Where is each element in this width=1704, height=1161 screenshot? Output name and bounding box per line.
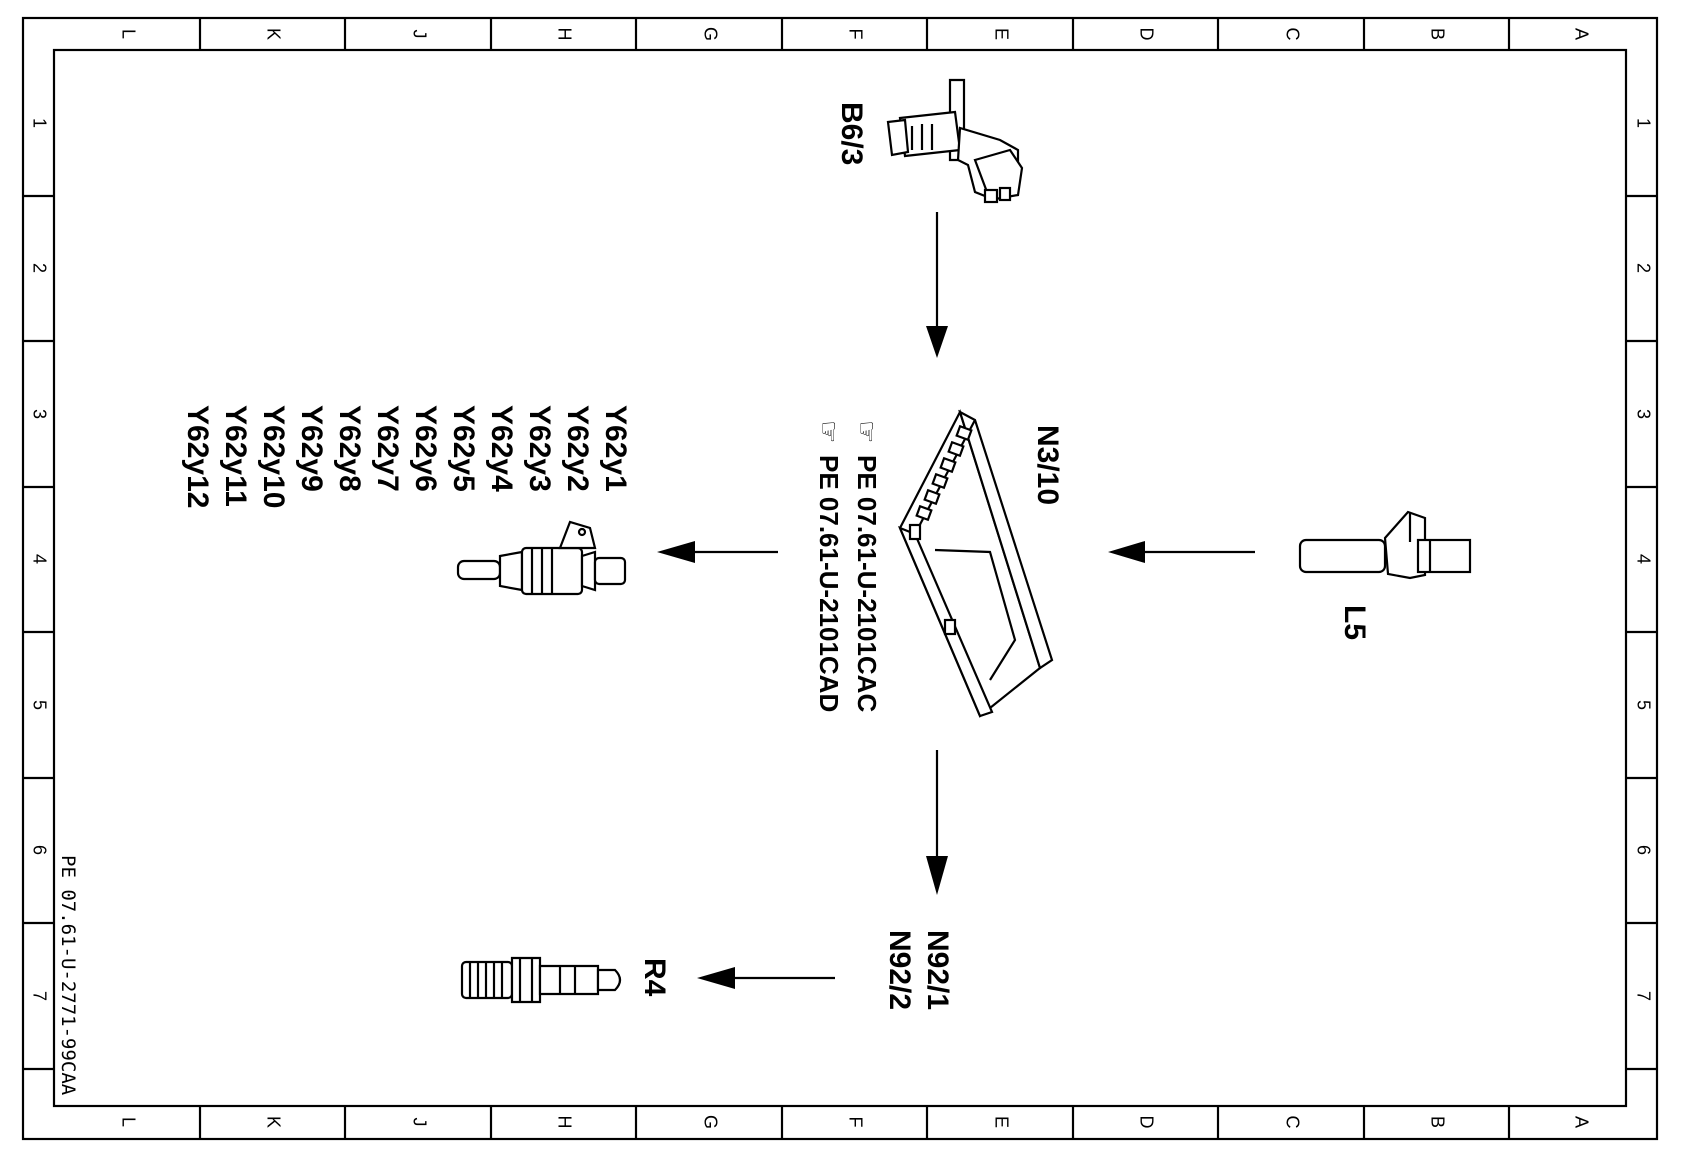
outer-frame <box>21 16 1659 1141</box>
row-label: 1 <box>29 118 49 128</box>
row-dividers <box>23 194 1657 1071</box>
row-labels-right: 1 2 3 4 5 6 7 <box>1633 118 1653 1001</box>
col-label: C <box>1282 28 1302 41</box>
row-label: 3 <box>1633 409 1653 419</box>
col-label: F <box>845 1117 865 1128</box>
injector-label: Y62y3 <box>523 405 556 492</box>
col-label: G <box>700 1115 720 1129</box>
col-label: F <box>845 29 865 40</box>
arrow-n92-to-r4 <box>697 967 835 989</box>
row-label: 2 <box>1633 263 1653 273</box>
n92-1-label: N92/1 <box>921 930 954 1010</box>
arrow-b6-3-to-n3-10 <box>926 212 948 358</box>
injector-label: Y62y11 <box>219 405 252 507</box>
row-label: 5 <box>29 700 49 710</box>
row-label: 4 <box>29 554 49 564</box>
row-labels-left: 1 2 3 4 5 6 7 <box>29 118 49 1001</box>
n92-label-group: N92/1 N92/2 <box>883 930 954 1010</box>
col-label: L <box>118 1117 138 1127</box>
injector-label-list: Y62y1 Y62y2 Y62y3 Y62y4 Y62y5 Y62y6 Y62y… <box>181 405 632 508</box>
document-id: PE 07.61-U-2771-99CAA <box>57 855 79 1096</box>
reference-list: ☞ PE 07.61-U-2101CAC ☞ PE 07.61-U-2101CA… <box>814 420 882 712</box>
row-label: 7 <box>1633 991 1653 1001</box>
row-label: 3 <box>29 409 49 419</box>
col-label: E <box>991 28 1011 40</box>
row-label: 1 <box>1633 118 1653 128</box>
col-label: K <box>263 28 283 40</box>
l5-label: L5 <box>1338 605 1371 640</box>
r4-label: R4 <box>638 958 671 997</box>
col-label: K <box>263 1116 283 1128</box>
reference-item: ☞ PE 07.61-U-2101CAD <box>814 420 844 712</box>
injector-label: Y62y6 <box>409 405 442 492</box>
col-label: D <box>1136 1116 1156 1129</box>
b6-3-sensor-drawing <box>886 78 1024 204</box>
row-label: 5 <box>1633 700 1653 710</box>
arrow-n3-10-to-injectors <box>657 541 778 563</box>
col-label: J <box>409 30 429 39</box>
row-label: 4 <box>1633 554 1653 564</box>
hand-pointer-icon: ☞ <box>814 420 844 443</box>
col-label: C <box>1282 1116 1302 1129</box>
injector-label: Y62y1 <box>599 405 632 492</box>
injector-label: Y62y12 <box>181 405 214 508</box>
col-label: J <box>409 1118 429 1127</box>
col-label: B <box>1427 28 1447 40</box>
arrow-l5-to-n3-10 <box>1108 541 1255 563</box>
row-label: 2 <box>29 263 49 273</box>
row-label: 6 <box>29 845 49 855</box>
col-label: D <box>1136 28 1156 41</box>
injector-label: Y62y8 <box>333 405 366 492</box>
column-labels-top: L K J H G F E D C B A <box>118 27 1591 41</box>
reference-text: PE 07.61-U-2101CAC <box>852 455 882 712</box>
col-label: L <box>118 29 138 39</box>
reference-item: ☞ PE 07.61-U-2101CAC <box>852 420 882 712</box>
row-label: 7 <box>29 991 49 1001</box>
col-label: E <box>991 1116 1011 1128</box>
l5-sensor-drawing <box>1298 510 1472 580</box>
hand-pointer-icon: ☞ <box>852 420 882 443</box>
row-label: 6 <box>1633 845 1653 855</box>
col-label: A <box>1571 1116 1591 1128</box>
n3-10-control-unit-drawing <box>897 409 1054 718</box>
reference-text: PE 07.61-U-2101CAD <box>814 455 844 712</box>
injector-label: Y62y2 <box>561 405 594 492</box>
n92-2-label: N92/2 <box>883 930 916 1010</box>
col-label: H <box>554 28 574 41</box>
inner-frame <box>52 48 1628 1108</box>
injector-label: Y62y7 <box>371 405 404 492</box>
injector-drawing <box>456 520 627 596</box>
column-dividers <box>198 18 1511 1139</box>
b6-3-label: B6/3 <box>835 102 868 165</box>
col-label: B <box>1427 1116 1447 1128</box>
injector-label: Y62y9 <box>295 405 328 492</box>
col-label: H <box>554 1116 574 1129</box>
col-label: G <box>700 27 720 41</box>
n3-10-label: N3/10 <box>1031 425 1064 505</box>
injector-label: Y62y4 <box>485 405 518 492</box>
arrow-n3-10-to-n92 <box>926 750 948 895</box>
injector-label: Y62y10 <box>257 405 290 508</box>
injector-label: Y62y5 <box>447 405 480 492</box>
spark-plug-drawing <box>460 956 622 1004</box>
column-labels-bottom: L K J H G F E D C B A <box>118 1115 1591 1129</box>
col-label: A <box>1571 28 1591 40</box>
